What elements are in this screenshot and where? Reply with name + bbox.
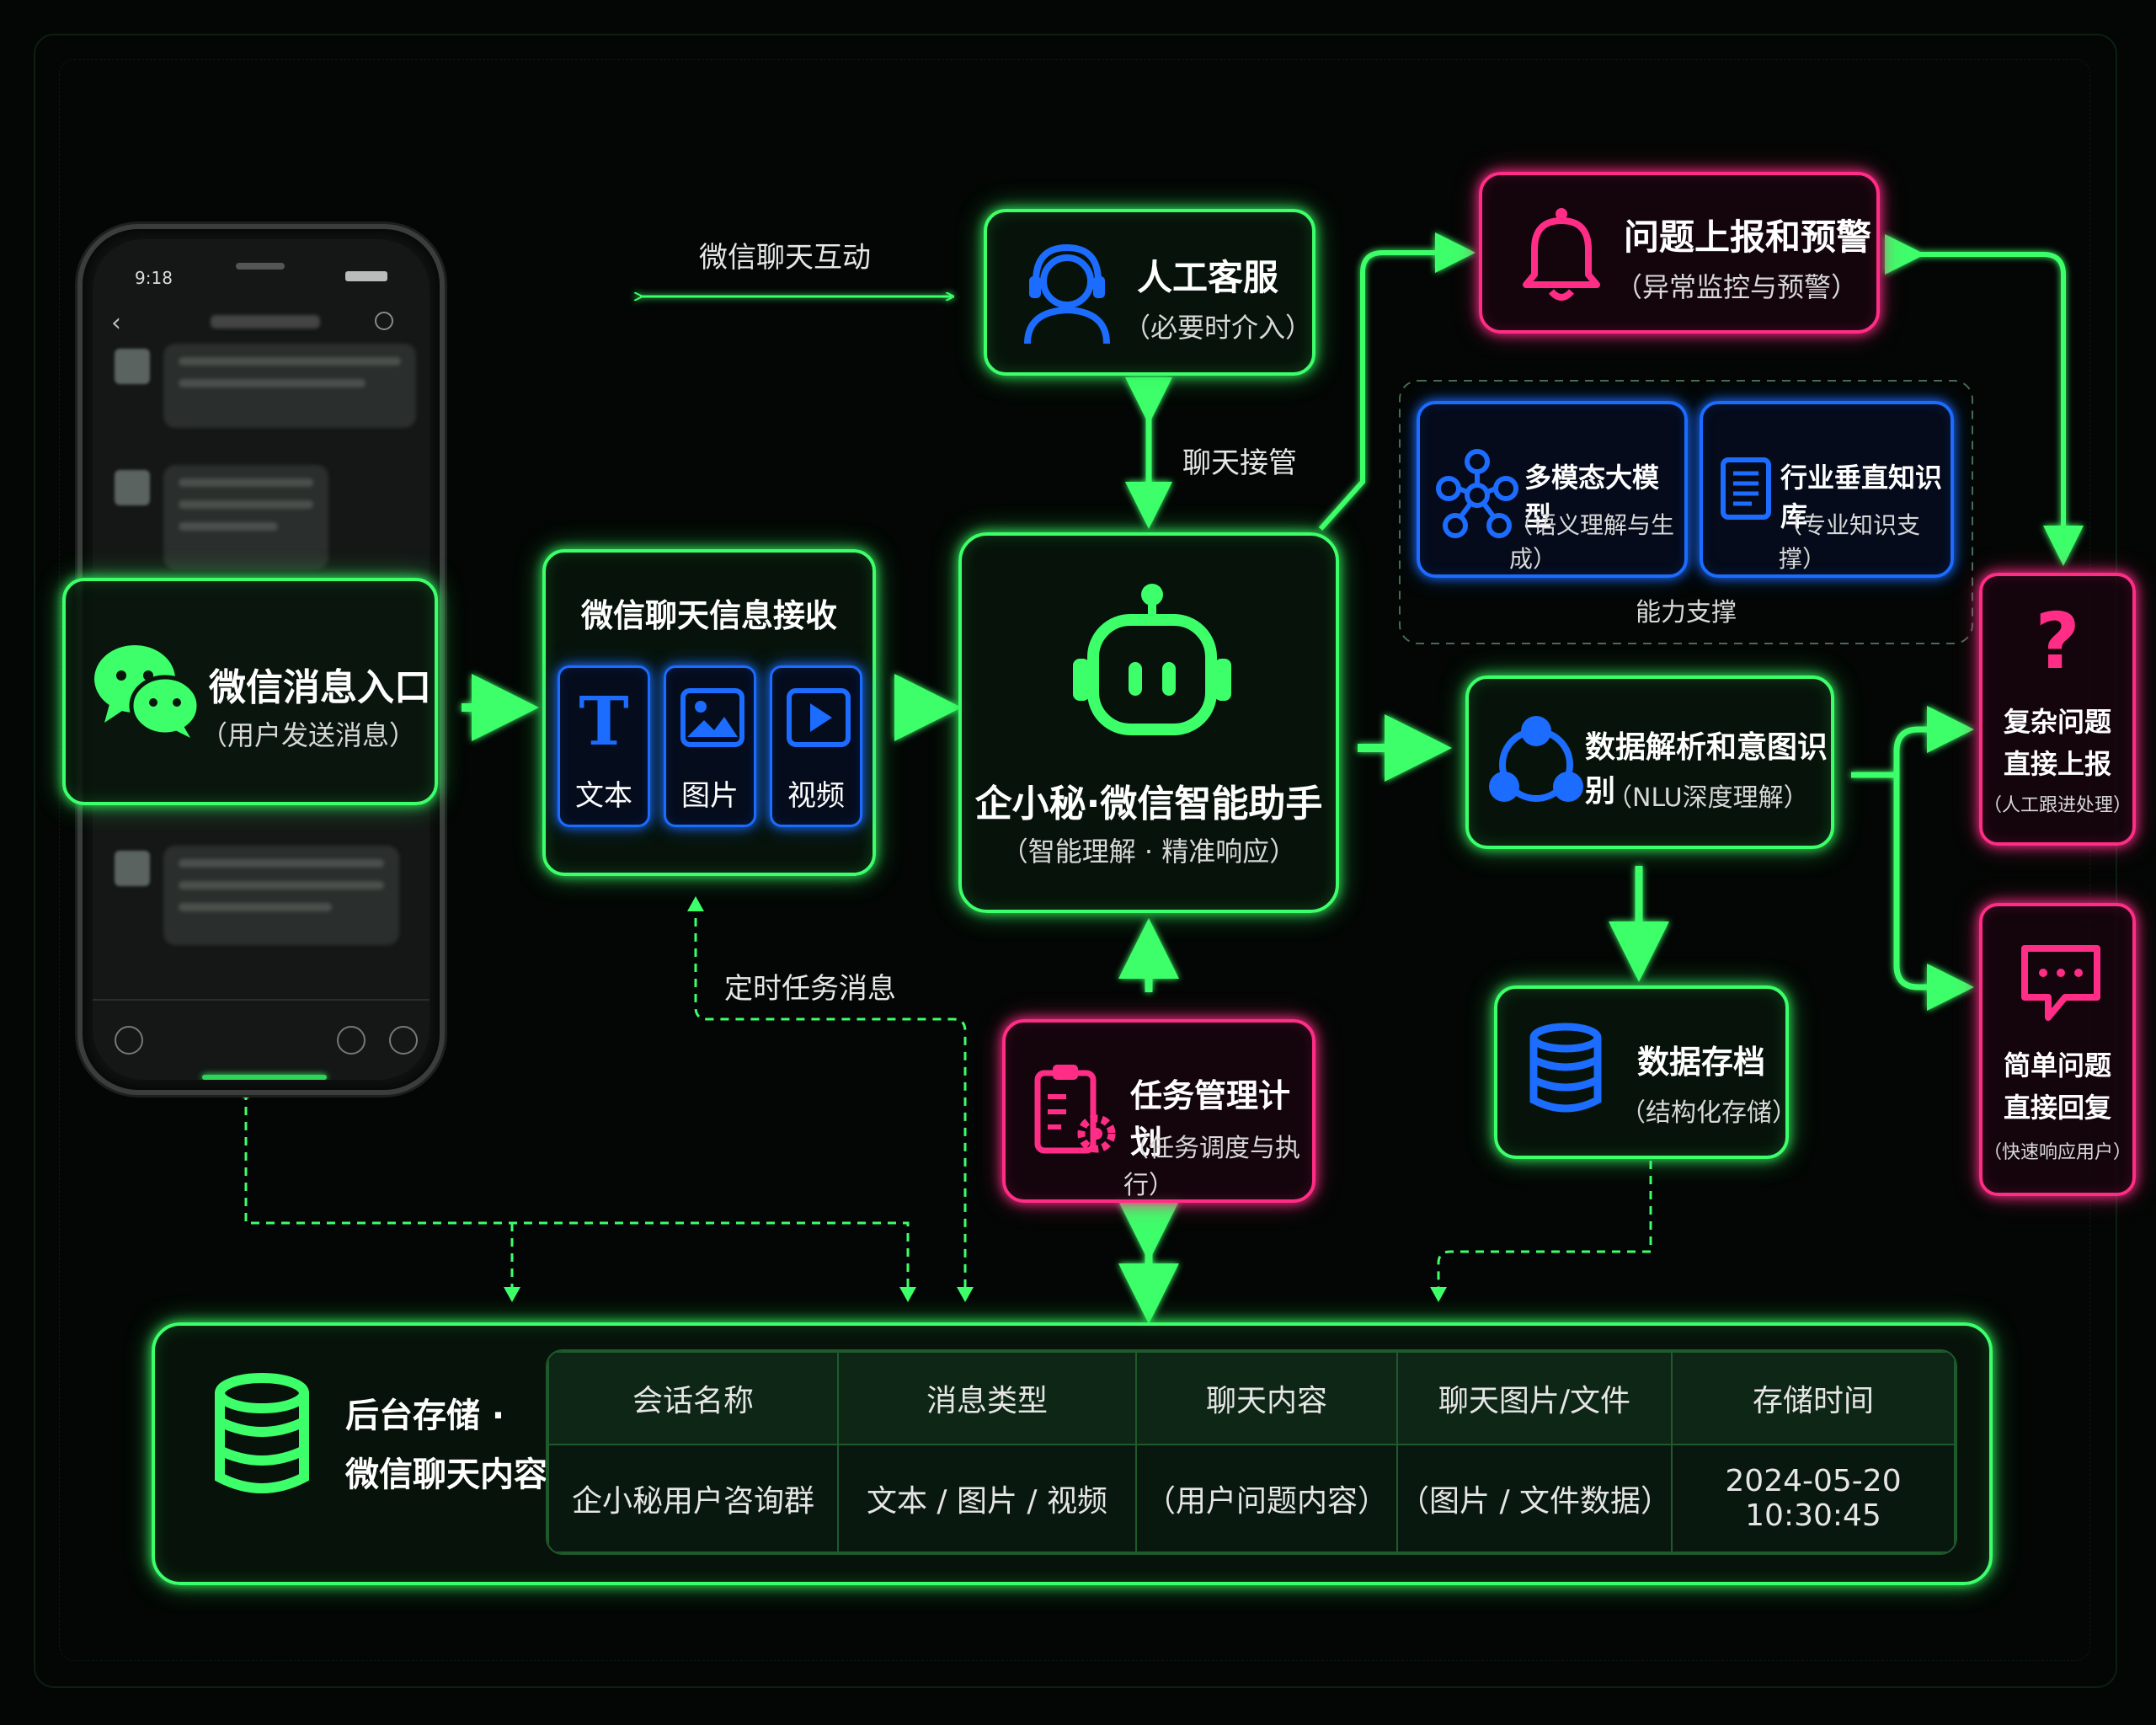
storage-title-1: 后台存储 ·: [345, 1397, 505, 1435]
node-llm[interactable]: 多模态大模型 （语义理解与生成）: [1417, 401, 1688, 578]
node-simple[interactable]: 简单问题 直接回复 （快速响应用户）: [1979, 903, 2136, 1196]
video-icon: [787, 688, 851, 747]
dashed-scheduled: [694, 903, 967, 1297]
table-header: 会话名称: [547, 1351, 839, 1445]
node-receive-title: 微信聊天信息接收: [580, 597, 837, 634]
type-image-label: 图片: [681, 779, 739, 813]
node-alert-subtitle: （异常监控与预警）: [1615, 271, 1859, 303]
back-icon[interactable]: ‹: [111, 308, 121, 338]
table-cell: （图片 / 文件数据）: [1396, 1444, 1673, 1553]
table-row: 企小秘用户咨询群 文本 / 图片 / 视频 （用户问题内容） （图片 / 文件数…: [547, 1444, 1956, 1553]
bell-icon: [1523, 208, 1600, 301]
storage-database-icon: [215, 1373, 309, 1493]
table-header: 聊天内容: [1135, 1351, 1398, 1445]
node-simple-line2: 直接回复: [2003, 1092, 2111, 1124]
node-task-subtitle: （任务调度与执行）: [1123, 1134, 1300, 1200]
type-image[interactable]: 图片: [664, 665, 756, 827]
node-task[interactable]: 任务管理计划 （任务调度与执行）: [1002, 1019, 1315, 1203]
chat-bubble-icon: [2021, 945, 2100, 1021]
table-cell: 2024-05-20 10:30:45: [1671, 1444, 1956, 1553]
table-header: 存储时间: [1671, 1351, 1956, 1445]
robot-icon: [1073, 584, 1231, 735]
node-kb[interactable]: 行业垂直知识库 （专业知识支撑）: [1700, 401, 1954, 578]
node-wechat-entry-subtitle: （用户发送消息）: [200, 719, 417, 751]
status-icons: [345, 271, 387, 281]
node-assistant-subtitle: （智能理解 · 精准响应）: [1001, 836, 1297, 868]
node-archive-subtitle: （结构化存储）: [1620, 1098, 1797, 1128]
label-scheduled-msg: 定时任务消息: [724, 972, 896, 1006]
text-icon: T: [579, 681, 629, 761]
label-chat-takeover: 聊天接管: [1182, 446, 1297, 480]
dashed-phone-storage: [244, 1092, 910, 1297]
storage-title-2: 微信聊天内容: [345, 1455, 547, 1494]
node-alert[interactable]: 问题上报和预警 （异常监控与预警）: [1479, 172, 1880, 334]
node-archive[interactable]: 数据存档 （结构化存储）: [1494, 985, 1797, 1159]
node-kb-subtitle: （专业知识支撑）: [1779, 511, 1921, 573]
outer-frame: [34, 34, 2117, 1688]
inner-frame: [59, 59, 2090, 1661]
network-icon: [1436, 449, 1518, 538]
voice-icon[interactable]: [115, 1026, 143, 1055]
node-human-title: 人工客服: [1137, 257, 1279, 298]
label-capability: 能力支撑: [1636, 598, 1737, 628]
table-header: 聊天图片/文件: [1396, 1351, 1673, 1445]
node-receive[interactable]: 微信聊天信息接收 T 文本 图片 视频: [542, 549, 876, 876]
storage-table: 会话名称 消息类型 聊天内容 聊天图片/文件 存储时间 企小秘用户咨询群 文本 …: [546, 1349, 1957, 1555]
table-header-row: 会话名称 消息类型 聊天内容 聊天图片/文件 存储时间: [547, 1351, 1956, 1445]
type-text-label: 文本: [575, 779, 632, 813]
share-nodes-icon: [1489, 716, 1583, 802]
node-wechat-entry[interactable]: 微信消息入口 （用户发送消息）: [62, 578, 438, 805]
arrow-nlu-simple: [1893, 775, 1974, 1011]
node-nlu[interactable]: 数据解析和意图识别 （NLU深度理解）: [1465, 676, 1834, 849]
home-indicator: [202, 1075, 327, 1080]
node-archive-title: 数据存档: [1637, 1044, 1766, 1081]
label-chat-interact: 微信聊天互动: [699, 241, 871, 275]
node-human-subtitle: （必要时介入）: [1123, 312, 1313, 344]
dashed-archive-storage: [1437, 1161, 1652, 1297]
phone-time: 9:18: [135, 268, 173, 288]
arrow-nlu-complex: [1851, 706, 1974, 778]
node-complex-subtitle: （人工跟进处理）: [1983, 795, 2132, 816]
node-task-title: 任务管理计划: [1130, 1077, 1291, 1161]
node-wechat-entry-title: 微信消息入口: [209, 666, 431, 709]
node-simple-subtitle: （快速响应用户）: [1983, 1142, 2132, 1163]
question-icon: ?: [2035, 596, 2080, 686]
node-nlu-title: 数据解析和意图识别: [1585, 730, 1828, 809]
plus-icon[interactable]: [389, 1026, 418, 1055]
headset-user-icon: [1024, 243, 1110, 344]
emoji-icon[interactable]: [337, 1026, 366, 1055]
more-icon[interactable]: [375, 312, 393, 330]
wechat-icon: [94, 645, 200, 738]
table-cell: （用户问题内容）: [1135, 1444, 1398, 1553]
node-nlu-subtitle: （NLU深度理解）: [1607, 783, 1809, 813]
arrow-alert-complex: [1885, 234, 2084, 566]
node-simple-line1: 简单问题: [2003, 1049, 2111, 1081]
node-complex-line1: 复杂问题: [2003, 706, 2111, 738]
node-complex-line2: 直接上报: [2003, 748, 2111, 780]
table-header: 消息类型: [837, 1351, 1137, 1445]
node-human[interactable]: 人工客服 （必要时介入）: [984, 209, 1315, 376]
node-kb-title: 行业垂直知识库: [1780, 462, 1943, 532]
type-video-label: 视频: [787, 779, 845, 813]
database-icon: [1529, 1023, 1602, 1113]
table-cell: 企小秘用户咨询群: [547, 1444, 839, 1553]
node-complex[interactable]: ? 复杂问题 直接上报 （人工跟进处理）: [1979, 573, 2136, 846]
node-llm-title: 多模态大模型: [1524, 462, 1660, 532]
arrow-assistant-alert: [1318, 232, 1476, 531]
node-alert-title: 问题上报和预警: [1624, 216, 1872, 258]
task-clipboard-icon: [1034, 1065, 1116, 1154]
image-icon: [680, 688, 744, 747]
document-icon: [1721, 457, 1771, 520]
type-video[interactable]: 视频: [770, 665, 862, 827]
node-llm-subtitle: （语义理解与生成）: [1509, 511, 1675, 573]
node-assistant[interactable]: 企小秘·微信智能助手 （智能理解 · 精准响应）: [958, 532, 1339, 913]
node-assistant-title: 企小秘·微信智能助手: [974, 782, 1323, 825]
table-cell: 文本 / 图片 / 视频: [837, 1444, 1137, 1553]
type-text[interactable]: T 文本: [558, 665, 650, 827]
